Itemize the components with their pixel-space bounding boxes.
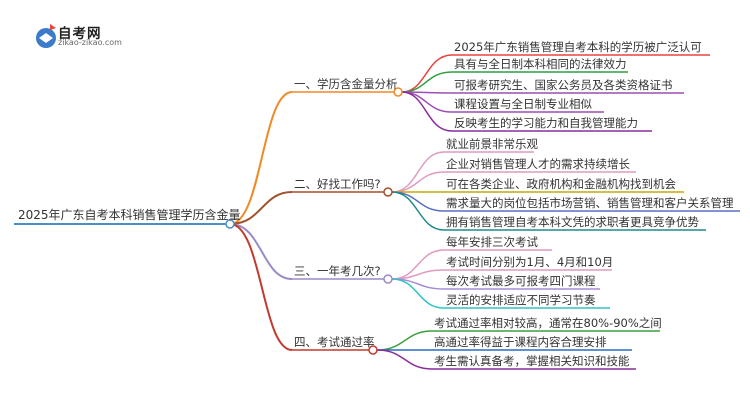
branch-1-label: 一、学历含金量分析 — [294, 77, 398, 91]
branch-4-node-dot — [368, 345, 378, 355]
root-node-dot — [225, 219, 235, 229]
leaf-3-3: 每次考试最多可报考四门课程 — [446, 274, 596, 288]
leaf-2-2: 企业对销售管理人才的需求持续增长 — [446, 157, 630, 171]
link-root-branch-3 — [229, 223, 293, 280]
leaf-3-2: 考试时间分别为1月、4月和10月 — [446, 255, 614, 269]
logo-url: zikao-zikao.com — [58, 38, 122, 47]
link-root-branch-1 — [229, 91, 293, 225]
root-node: 2025年广东自考本科销售管理学历含金量 — [18, 208, 241, 222]
leaf-4-1: 考试通过率相对较高，通常在80%-90%之间 — [434, 316, 662, 330]
leaf-4-3: 考生需认真备考，掌握相关知识和技能 — [434, 354, 630, 368]
link-root-branch-2 — [229, 191, 293, 225]
leaf-2-1: 就业前景非常乐观 — [446, 137, 538, 151]
leaf-2-5: 拥有销售管理自考本科文凭的求职者更具竞争优势 — [446, 215, 699, 229]
leaf-4-2: 高通过率得益于课程内容合理安排 — [434, 335, 607, 349]
leaf-1-2: 具有与全日制本科相同的法律效力 — [454, 57, 627, 71]
leaf-1-4: 课程设置与全日制专业相似 — [454, 97, 592, 111]
leaf-3-1: 每年安排三次考试 — [446, 235, 538, 249]
branch-4-label: 四、考试通过率 — [294, 335, 375, 349]
logo-title: 自考网 — [58, 26, 102, 42]
logo-icon — [36, 24, 56, 48]
branch-1-node-dot — [393, 87, 403, 97]
leaf-2-4: 需求量大的岗位包括市场营销、销售管理和客户关系管理 — [446, 196, 734, 210]
link-root-branch-4 — [229, 223, 293, 351]
branch-3-label: 三、一年考几次? — [294, 264, 381, 278]
leaf-3-4: 灵活的安排适应不同学习节奏 — [446, 293, 596, 307]
leaf-1-3: 可报考研究生、国家公务员及各类资格证书 — [454, 78, 673, 92]
leaf-2-3: 可在各类企业、政府机构和金融机构找到机会 — [446, 177, 676, 191]
branch-2-node-dot — [383, 187, 393, 197]
branch-2-label: 二、好找工作吗? — [294, 177, 381, 191]
leaf-1-1: 2025年广东销售管理自考本科的学历被广泛认可 — [454, 40, 702, 54]
branch-3-node-dot — [383, 274, 393, 284]
leaf-1-5: 反映考生的学习能力和自我管理能力 — [454, 116, 638, 130]
